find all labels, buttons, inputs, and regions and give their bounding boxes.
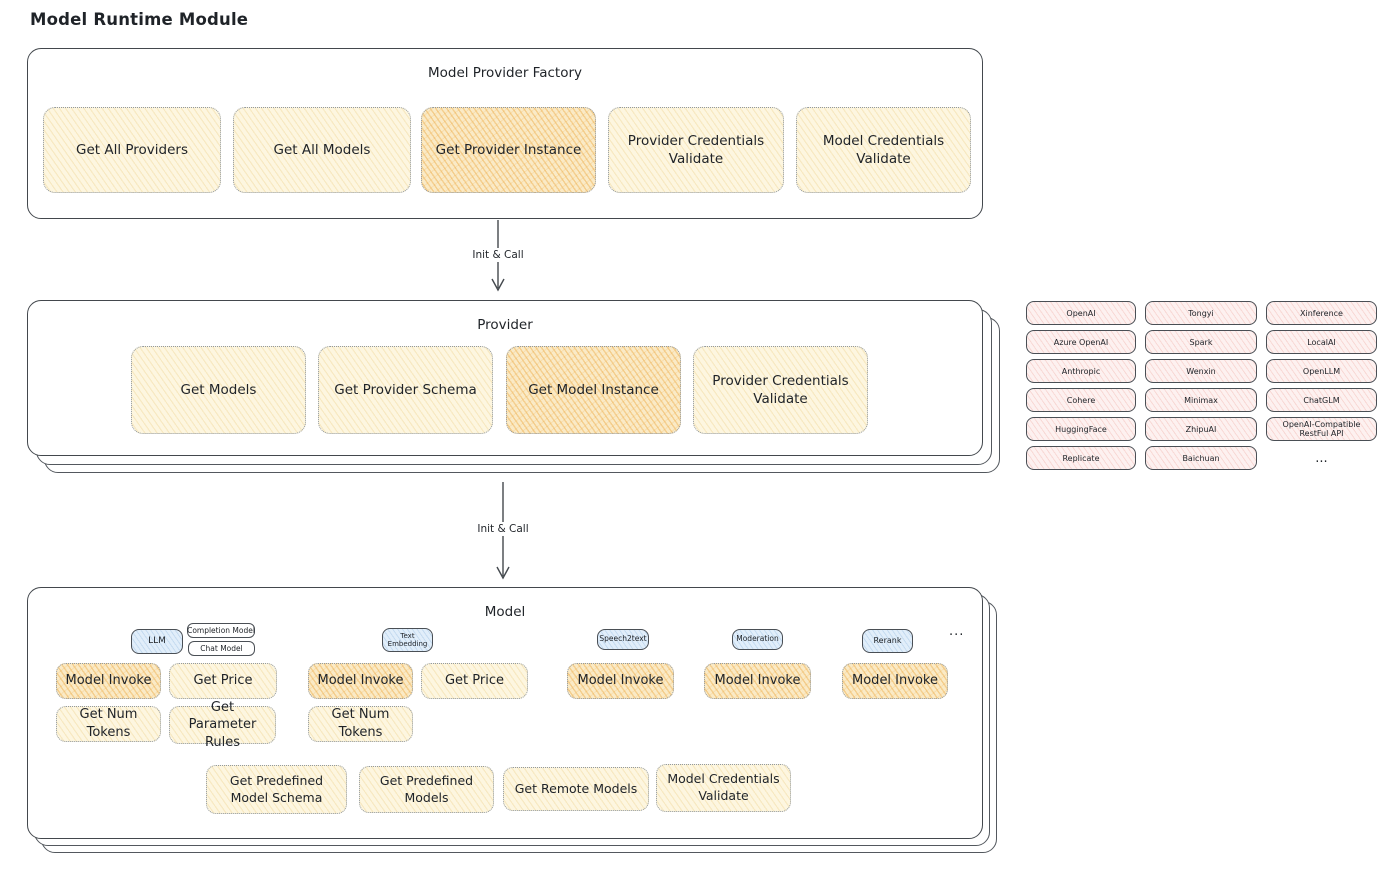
factory-button-get-all-models: Get All Models — [233, 107, 411, 193]
model-container: Model LLM Completion Model Chat Model Te… — [27, 587, 983, 839]
init-call-arrow-1: Init & Call — [468, 220, 528, 296]
provider-chip-localai: LocalAI — [1266, 330, 1377, 354]
tab-chat-model: Chat Model — [188, 641, 255, 656]
model-title: Model — [484, 604, 526, 620]
speech2text-model-invoke: Model Invoke — [567, 663, 674, 699]
provider-chip-baichuan: Baichuan — [1145, 446, 1257, 470]
model-tabs-ellipsis: ... — [949, 624, 965, 639]
arrow-label: Init & Call — [468, 248, 528, 262]
tab-llm: LLM — [131, 629, 183, 654]
factory-button-model-credentials-validate: Model Credentials Validate — [796, 107, 971, 193]
tab-rerank: Rerank — [862, 629, 913, 653]
factory-title: Model Provider Factory — [427, 65, 582, 81]
provider-chip-spark: Spark — [1145, 330, 1257, 354]
provider-chip-tongyi: Tongyi — [1145, 301, 1257, 325]
tab-completion-model: Completion Model — [187, 623, 255, 638]
provider-chip-xinference: Xinference — [1266, 301, 1377, 325]
tab-moderation: Moderation — [732, 629, 783, 650]
llm-model-invoke: Model Invoke — [56, 663, 161, 699]
page-title: Model Runtime Module — [30, 10, 249, 29]
factory-button-get-all-providers: Get All Providers — [43, 107, 221, 193]
provider-button-get-provider-schema: Get Provider Schema — [318, 346, 493, 434]
get-predefined-models: Get Predefined Models — [359, 766, 494, 813]
provider-container: Provider Get Models Get Provider Schema … — [27, 300, 983, 456]
provider-chip-azure-openai: Azure OpenAI — [1026, 330, 1136, 354]
factory-button-get-provider-instance: Get Provider Instance — [421, 107, 596, 193]
moderation-model-invoke: Model Invoke — [704, 663, 811, 699]
embedding-model-invoke: Model Invoke — [308, 663, 413, 699]
provider-chip-wenxin: Wenxin — [1145, 359, 1257, 383]
factory-button-provider-credentials-validate: Provider Credentials Validate — [608, 107, 784, 193]
provider-chip-openllm: OpenLLM — [1266, 359, 1377, 383]
tab-speech2text: Speech2text — [597, 629, 649, 650]
llm-get-parameter-rules: Get Parameter Rules — [169, 700, 276, 750]
provider-button-get-model-instance: Get Model Instance — [506, 346, 681, 434]
provider-title: Provider — [477, 317, 533, 333]
embedding-get-num-tokens: Get Num Tokens — [308, 706, 413, 742]
embedding-get-price: Get Price — [421, 663, 528, 699]
provider-chip-minimax: Minimax — [1145, 388, 1257, 412]
provider-button-provider-credentials-validate: Provider Credentials Validate — [693, 346, 868, 434]
provider-chip-anthropic: Anthropic — [1026, 359, 1136, 383]
llm-get-num-tokens: Get Num Tokens — [56, 706, 161, 742]
provider-chip-huggingface: HuggingFace — [1026, 417, 1136, 441]
arrow-label: Init & Call — [473, 522, 533, 536]
factory-container: Model Provider Factory Get All Providers… — [27, 48, 983, 219]
tab-text-embedding: Text Embedding — [382, 628, 433, 652]
model-credentials-validate: Model Credentials Validate — [656, 764, 791, 812]
provider-chip-openai-compatible-restful-api: OpenAI-Compatible RestFul API — [1266, 417, 1377, 441]
provider-chip-replicate: Replicate — [1026, 446, 1136, 470]
provider-button-get-models: Get Models — [131, 346, 306, 434]
init-call-arrow-2: Init & Call — [473, 482, 533, 584]
providers-grid: OpenAI Azure OpenAI Anthropic Cohere Hug… — [1026, 301, 1377, 470]
llm-get-price: Get Price — [169, 663, 277, 699]
providers-grid-ellipsis: ... — [1315, 450, 1328, 466]
provider-chip-cohere: Cohere — [1026, 388, 1136, 412]
get-remote-models: Get Remote Models — [503, 767, 649, 811]
rerank-model-invoke: Model Invoke — [842, 663, 948, 699]
get-predefined-model-schema: Get Predefined Model Schema — [206, 765, 347, 814]
provider-chip-openai: OpenAI — [1026, 301, 1136, 325]
provider-chip-chatglm: ChatGLM — [1266, 388, 1377, 412]
provider-chip-zhipuai: ZhipuAI — [1145, 417, 1257, 441]
